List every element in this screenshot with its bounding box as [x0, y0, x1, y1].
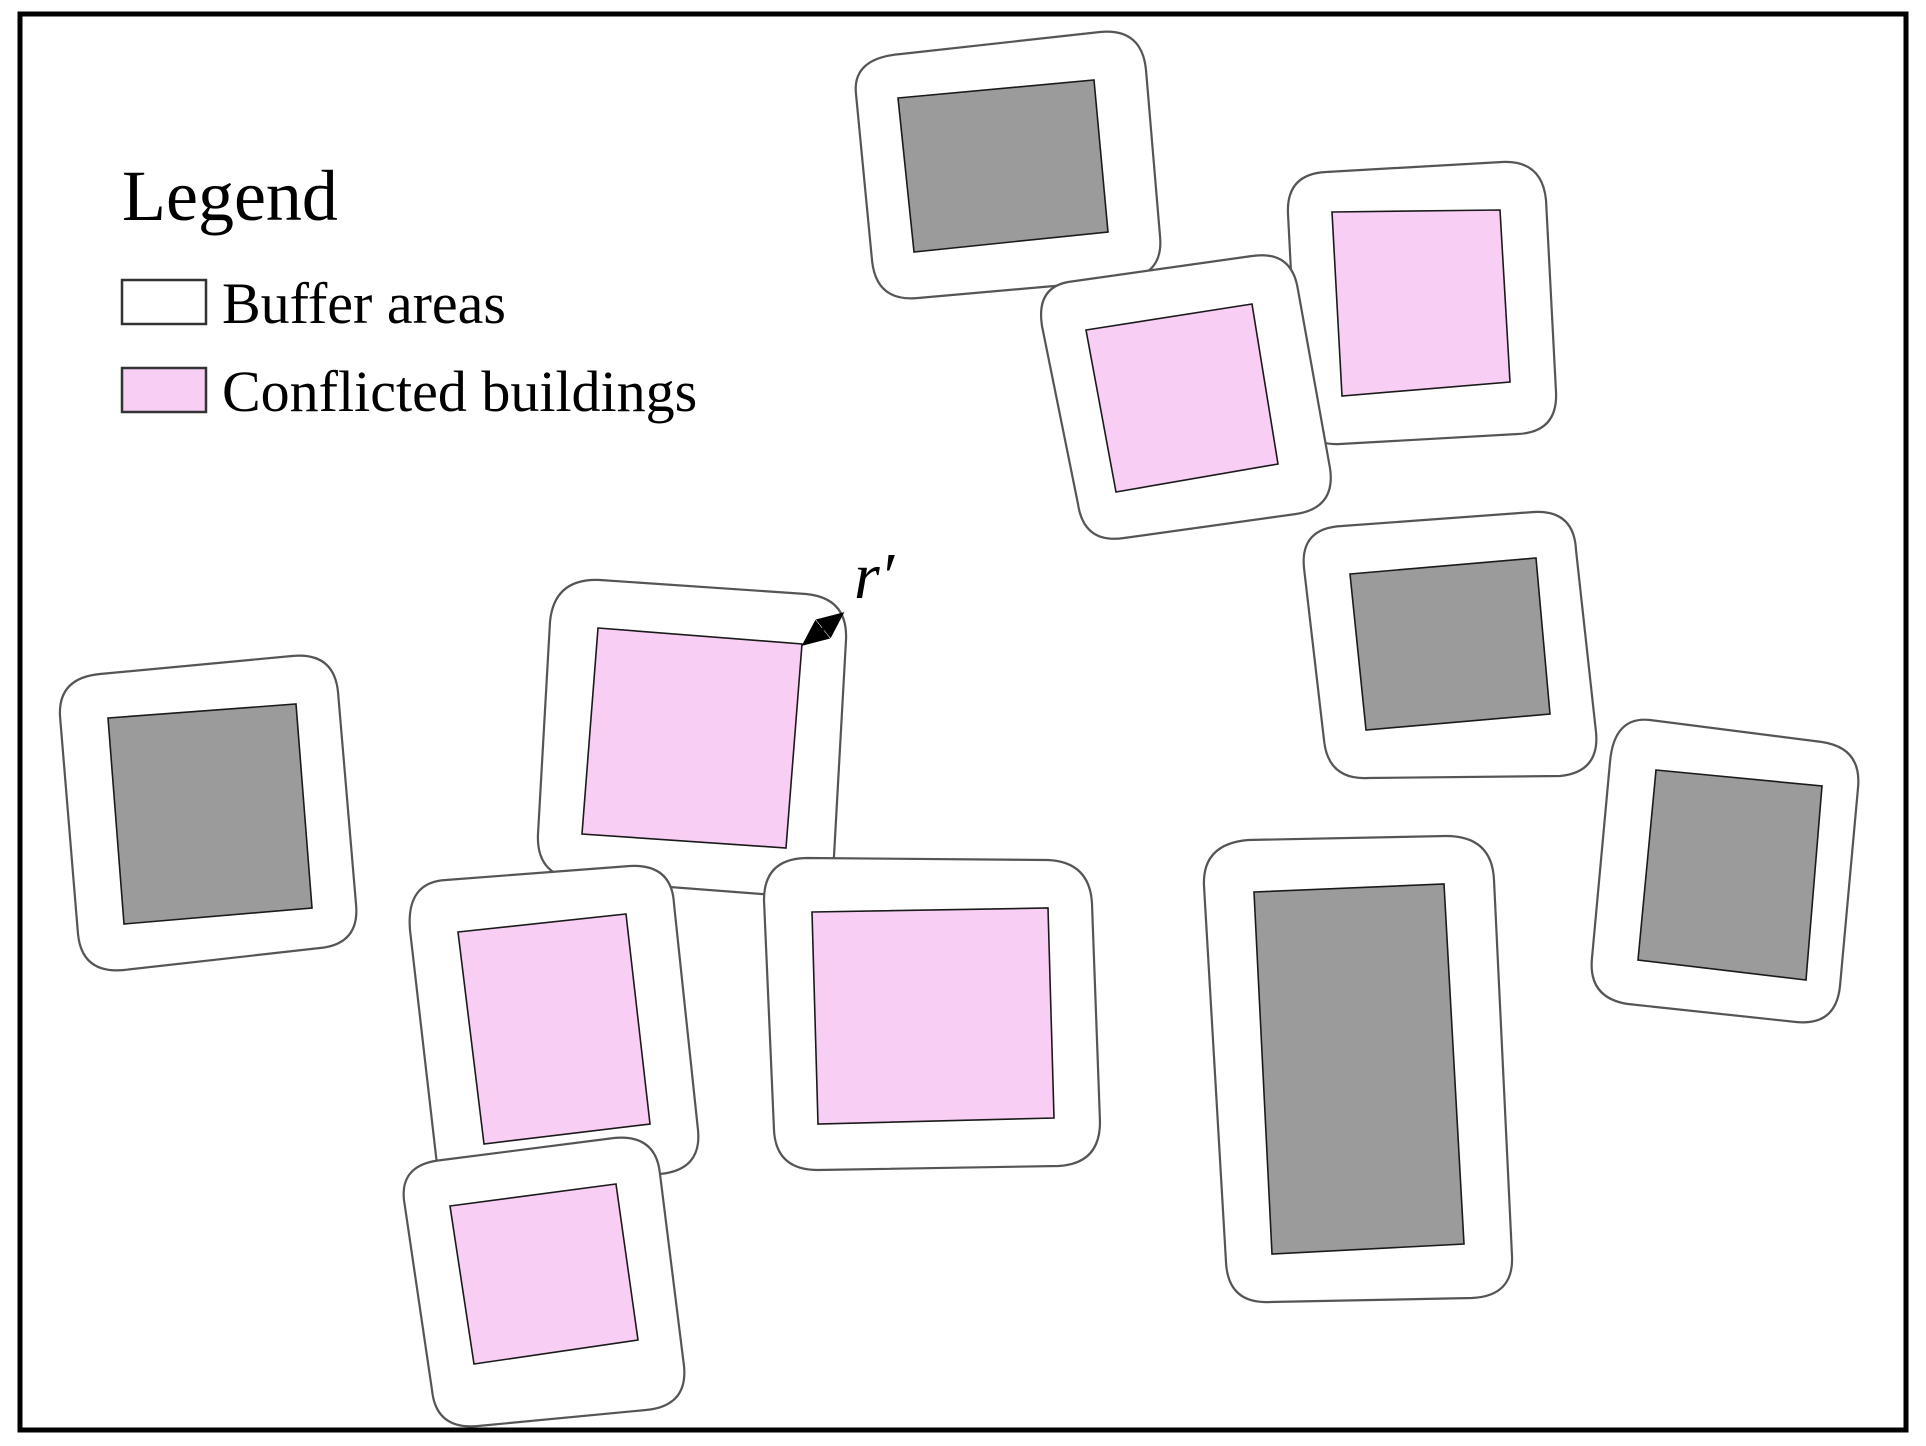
legend-swatch-conflicted [120, 366, 208, 414]
buildings [107, 79, 1823, 1365]
legend-label-buffer: Buffer areas [222, 271, 506, 336]
conflicted-building [1331, 209, 1511, 397]
radius-arrow [801, 612, 845, 646]
legend-swatch-buffer [120, 278, 208, 326]
legend: Legend Buffer areas Conflicted buildings [120, 156, 697, 424]
normal-building [897, 79, 1109, 253]
normal-building [1253, 883, 1465, 1255]
legend-label-conflicted: Conflicted buildings [222, 359, 697, 424]
normal-building [1349, 557, 1551, 731]
conflicted-building [457, 913, 651, 1145]
conflicted-building [811, 907, 1055, 1125]
buffer-radius-annotation: r′ [801, 540, 896, 646]
radius-label: r′ [854, 540, 896, 613]
conflicted-building [1085, 303, 1279, 493]
normal-building [107, 703, 313, 925]
normal-building [1637, 769, 1823, 981]
conflicted-building [581, 627, 803, 849]
conflicted-building [449, 1183, 639, 1365]
legend-title: Legend [122, 156, 338, 236]
